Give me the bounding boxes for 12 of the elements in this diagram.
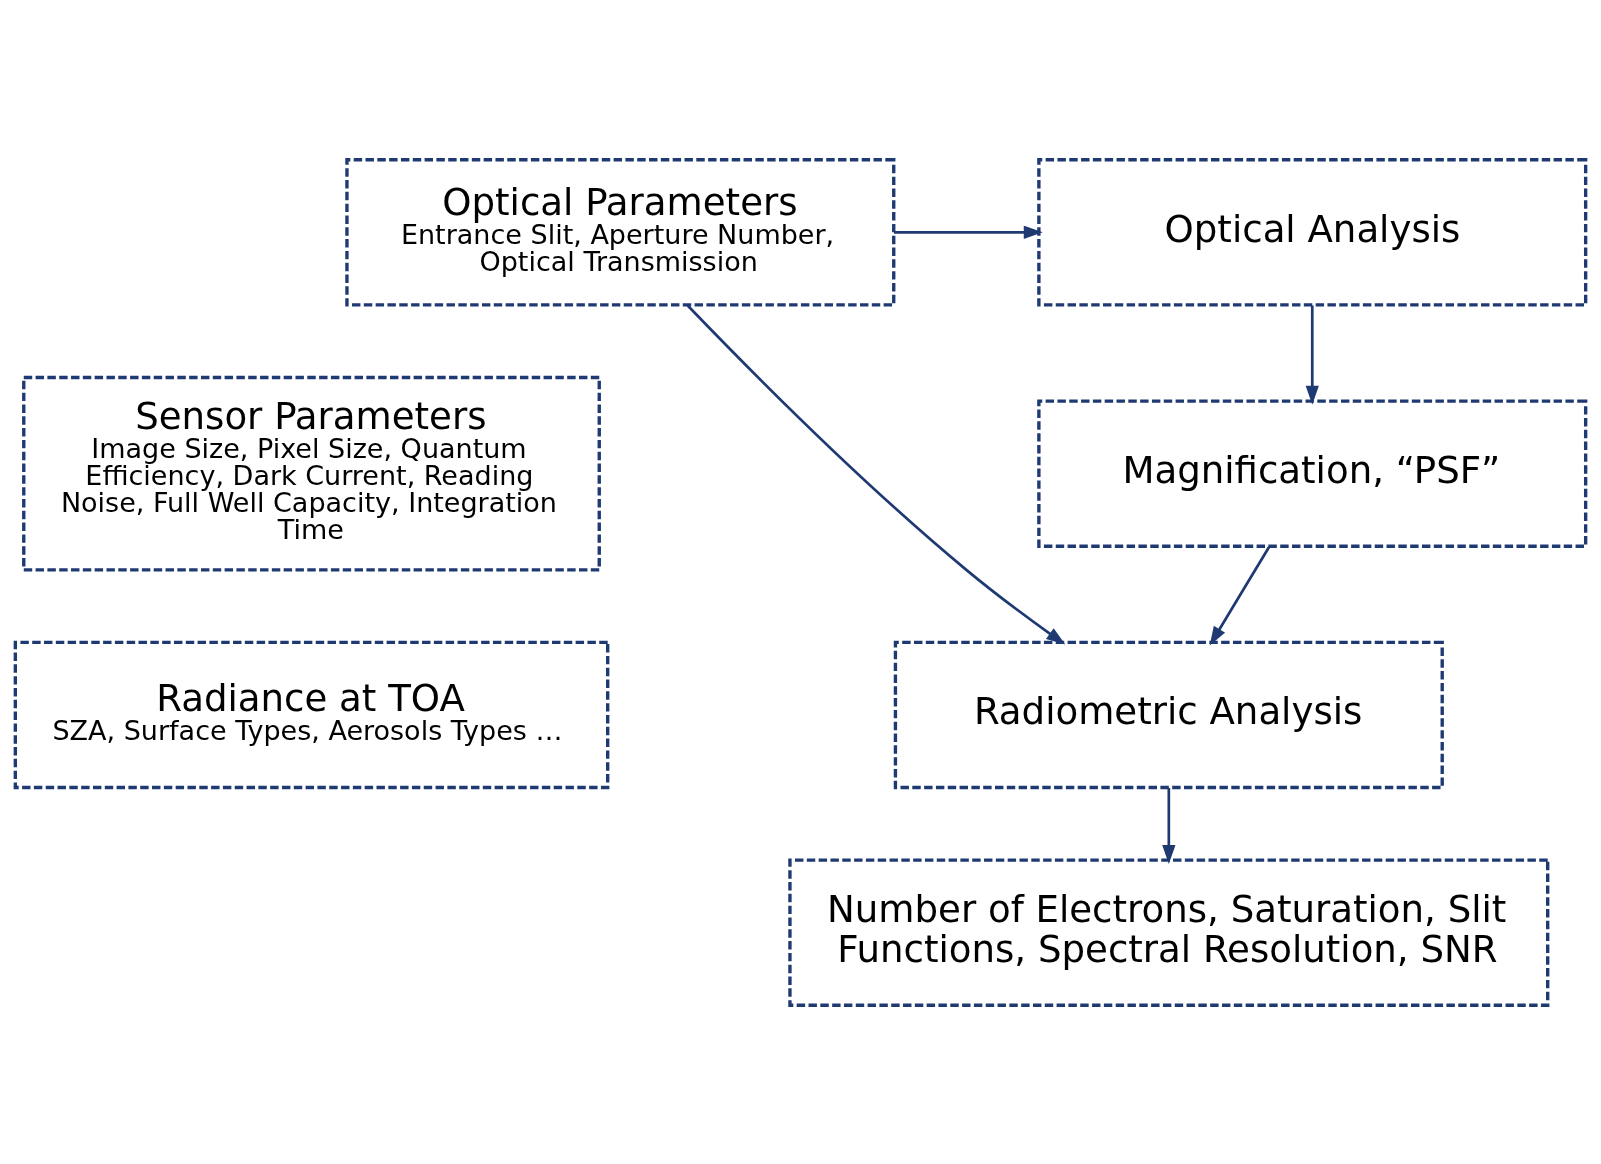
arrow — [1209, 545, 1271, 645]
arrow — [1162, 787, 1176, 864]
node-box: Radiance at TOA SZA, Surface Types, Aerosols Types … — [13, 640, 610, 789]
arrow — [894, 225, 1043, 239]
node-box: Optical Analysis — [1037, 157, 1588, 307]
node-box: Sensor Parameters Image Size, Pixel Size, Quantum Efficiency, Dark Current, Reading Noise, Full Well Capacity, Integration Time — [22, 375, 601, 572]
node-box: Optical Parameters Entrance Slit, Aperture Number, Optical Transmission — [345, 157, 896, 307]
arrow — [1305, 304, 1319, 405]
node-box: Magnification, “PSF” — [1037, 398, 1588, 548]
node-box: Radiometric Analysis — [893, 640, 1444, 789]
node-box: Number of Electrons, Saturation, Slit Functions, Spectral Resolution, SNR — [788, 857, 1550, 1007]
arrow — [686, 304, 1066, 645]
